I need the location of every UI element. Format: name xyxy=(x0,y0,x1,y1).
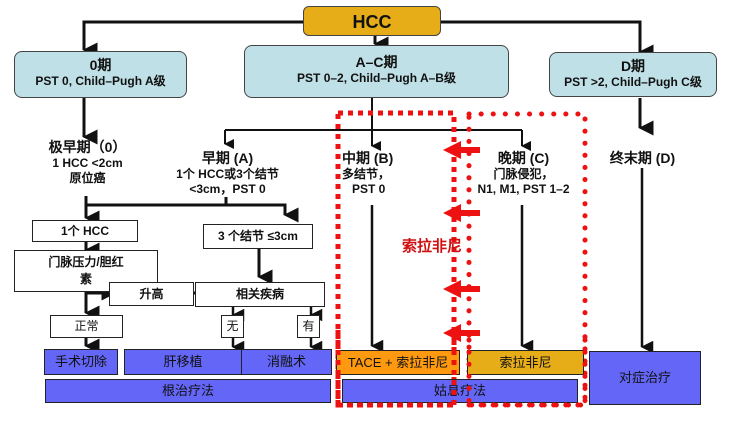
early-line2: <3cm，PST 0 xyxy=(189,182,266,196)
palliative-therapy-bar: 姑息疗法 xyxy=(342,379,578,403)
terminal-title: 终末期 (D) xyxy=(609,150,676,166)
single-hcc-label: 1个 HCC xyxy=(60,224,109,238)
sorafenib-box: 索拉非尼 xyxy=(467,350,584,375)
very-early-line1: 1 HCC <2cm xyxy=(52,156,123,170)
early-line1: 1个 HCC或3个结节 xyxy=(176,167,279,181)
transplant-label: 肝移植 xyxy=(163,354,203,369)
very-early-line2: 原位癌 xyxy=(69,171,106,185)
elevated-label: 升高 xyxy=(139,287,164,301)
stage0-box: 0期 PST 0, Child–Pugh A级 xyxy=(14,51,187,98)
normal-box: 正常 xyxy=(50,315,123,338)
normal-label: 正常 xyxy=(74,319,99,333)
hcc-root-box: HCC xyxy=(303,6,441,36)
stageAC-criteria: PST 0–2, Child–Pugh A–B级 xyxy=(297,71,456,85)
curative-therapy-bar: 根治疗法 xyxy=(45,379,331,403)
stageD-criteria: PST >2, Child–Pugh C级 xyxy=(564,75,702,89)
tace-sorafenib-box: TACE + 索拉非尼 xyxy=(336,350,460,375)
advanced-line2: N1, M1, PST 1–2 xyxy=(477,182,570,196)
ablation-label: 消融术 xyxy=(266,354,306,369)
highlight-intermediate-region xyxy=(335,110,457,408)
intermediate-line2: PST 0 xyxy=(352,182,386,196)
highlight-advanced-region xyxy=(466,111,588,408)
elevated-box: 升高 xyxy=(109,282,194,306)
red-arrow-4 xyxy=(443,324,480,342)
very-early-stage-label: 极早期（0） 1 HCC <2cm 原位癌 xyxy=(30,139,145,186)
resection-box: 手术切除 xyxy=(44,349,118,375)
intermediate-line1: 多结节， xyxy=(342,167,391,181)
single-hcc-box: 1个 HCC xyxy=(32,220,138,242)
yes-box: 有 xyxy=(297,315,320,338)
resection-label: 手术切除 xyxy=(54,354,107,369)
tace-sorafenib-label: TACE + 索拉非尼 xyxy=(347,355,449,370)
red-arrow-2 xyxy=(443,204,480,222)
connector-fork xyxy=(84,196,299,223)
advanced-title: 晚期 (C) xyxy=(497,150,550,166)
intermediate-title: 中期 (B) xyxy=(342,150,394,166)
very-early-title: 极早期（0） xyxy=(48,139,127,155)
stage0-title: 0期 xyxy=(89,57,112,73)
advanced-line1: 门脉侵犯， xyxy=(493,167,554,181)
stageD-title: D期 xyxy=(620,58,646,74)
sorafenib-label: 索拉非尼 xyxy=(499,355,552,370)
red-arrow-3 xyxy=(443,280,480,298)
stage0-criteria: PST 0, Child–Pugh A级 xyxy=(35,74,166,88)
connector-hcc-stage0 xyxy=(82,20,305,58)
no-box: 无 xyxy=(221,315,244,338)
ablation-box: 消融术 xyxy=(241,349,332,375)
hcc-root-label: HCC xyxy=(352,12,392,32)
symptomatic-treatment-box: 对症治疗 xyxy=(589,351,701,405)
stageD-box: D期 PST >2, Child–Pugh C级 xyxy=(549,52,717,97)
three-nodules-box: 3 个结节 ≤3cm xyxy=(203,224,313,249)
no-label: 无 xyxy=(226,319,239,333)
sorafenib-annotation: 索拉非尼 xyxy=(402,238,463,255)
early-stage-label: 早期 (A) 1个 HCC或3个结节 <3cm，PST 0 xyxy=(160,150,295,197)
comorbidity-label: 相关疾病 xyxy=(235,287,284,301)
stageAC-title: A–C期 xyxy=(355,54,398,70)
red-arrow-1 xyxy=(443,141,480,159)
portal-pressure-box: 门脉压力/胆红素 xyxy=(14,250,158,292)
curative-therapy-label: 根治疗法 xyxy=(161,383,214,398)
palliative-therapy-label: 姑息疗法 xyxy=(433,383,486,398)
transplant-box: 肝移植 xyxy=(124,349,242,375)
symptomatic-treatment-label: 对症治疗 xyxy=(618,370,671,385)
three-nodules-label: 3 个结节 ≤3cm xyxy=(218,229,298,243)
early-title: 早期 (A) xyxy=(201,150,254,166)
advanced-stage-label: 晚期 (C) 门脉侵犯， N1, M1, PST 1–2 xyxy=(466,150,581,197)
comorbidity-box: 相关疾病 xyxy=(195,282,325,307)
stageAC-box: A–C期 PST 0–2, Child–Pugh A–B级 xyxy=(244,45,509,98)
terminal-stage-label: 终末期 (D) xyxy=(600,150,685,167)
connector-hcc-stageD xyxy=(440,20,654,60)
yes-label: 有 xyxy=(302,319,315,333)
intermediate-stage-label: 中期 (B) 多结节， PST 0 xyxy=(342,150,412,197)
portal-pressure-label: 门脉压力/胆红素 xyxy=(48,255,124,286)
